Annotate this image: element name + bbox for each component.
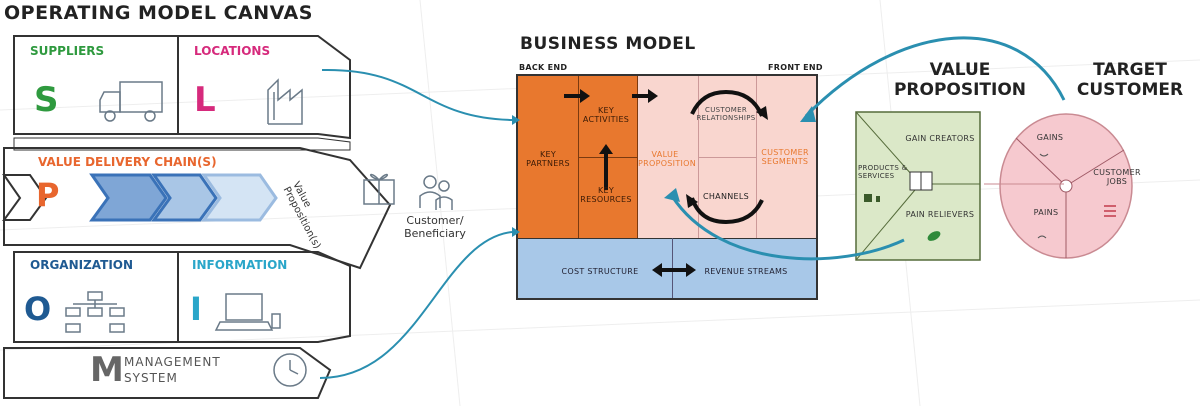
business-model-canvas	[516, 74, 818, 300]
relationships-divider	[698, 157, 756, 158]
frown-icon	[1037, 235, 1047, 239]
value-delivery-letter: P	[36, 176, 60, 214]
locations-letter: L	[194, 80, 216, 120]
customer-segments-label: CUSTOMER SEGMENTS	[761, 148, 809, 166]
laptop-icon	[214, 293, 281, 331]
list-icon	[1104, 205, 1116, 217]
segments-divider	[756, 76, 757, 238]
front-end-label: FRONT END	[768, 63, 823, 72]
key-activities-label: KEY ACTIVITIES	[582, 106, 630, 124]
factory-icon	[267, 78, 303, 125]
products-services-label: PRODUCTS & SERVICES	[858, 164, 908, 180]
revenue-streams-label: REVENUE STREAMS	[704, 267, 788, 276]
value-delivery-label: VALUE DELIVERY CHAIN(S)	[38, 155, 217, 169]
back-end-label: BACK END	[519, 63, 568, 72]
pill-icon	[927, 231, 941, 241]
operating-model-canvas-frame	[2, 35, 453, 399]
clock-icon	[273, 353, 307, 387]
target-customer-circle	[999, 113, 1133, 259]
value-proposition-title-1: VALUE	[929, 60, 991, 80]
information-label: INFORMATION	[192, 258, 288, 272]
cost-structure-label: COST STRUCTURE	[561, 267, 639, 276]
business-model-title: BUSINESS MODEL	[520, 34, 696, 54]
products-icon	[864, 194, 880, 202]
channels-label: CHANNELS	[702, 192, 750, 201]
organization-letter: O	[24, 290, 52, 328]
value-proposition-box	[855, 111, 981, 261]
pain-relievers-label: PAIN RELIEVERS	[905, 210, 975, 219]
business-model-arrows	[564, 89, 768, 277]
locations-label: LOCATIONS	[194, 44, 271, 58]
management-letter: M	[90, 350, 124, 390]
key-resources-label: KEY RESOURCES	[580, 186, 632, 204]
customer-relationships-label: CUSTOMER RELATIONSHIPS	[696, 106, 756, 122]
management-label-1: MANAGEMENT	[124, 355, 221, 369]
information-letter: I	[190, 290, 202, 328]
gift-icon	[363, 173, 395, 205]
gain-creators-label: GAIN CREATORS	[905, 134, 975, 143]
management-label-2: SYSTEM	[124, 371, 178, 385]
suppliers-label: SUPPLIERS	[30, 44, 105, 58]
value-proposition-label: VALUE PROPOSITION	[638, 150, 697, 168]
organization-label: ORGANIZATION	[30, 258, 134, 272]
pains-label: PAINS	[1033, 208, 1059, 217]
smile-icon	[1039, 153, 1049, 157]
key-partners-label: KEY PARTNERS	[526, 150, 570, 168]
suppliers-letter: S	[34, 80, 59, 120]
key-partners-divider	[578, 76, 579, 238]
target-customer-title-2: CUSTOMER	[1076, 80, 1184, 100]
vp-gift-icon	[909, 171, 933, 191]
gains-label: GAINS	[1036, 133, 1064, 142]
customer-jobs-label: CUSTOMER JOBS	[1093, 168, 1141, 186]
target-customer-title-1: TARGET	[1093, 60, 1167, 80]
truck-icon	[99, 81, 163, 122]
org-chart-icon	[65, 291, 125, 333]
operating-model-title: OPERATING MODEL CANVAS	[4, 2, 313, 24]
customer-beneficiary-label: Customer/ Beneficiary	[404, 214, 466, 240]
customer-people-icon	[419, 175, 453, 210]
value-proposition-title-2: PROPOSITION	[893, 80, 1027, 100]
